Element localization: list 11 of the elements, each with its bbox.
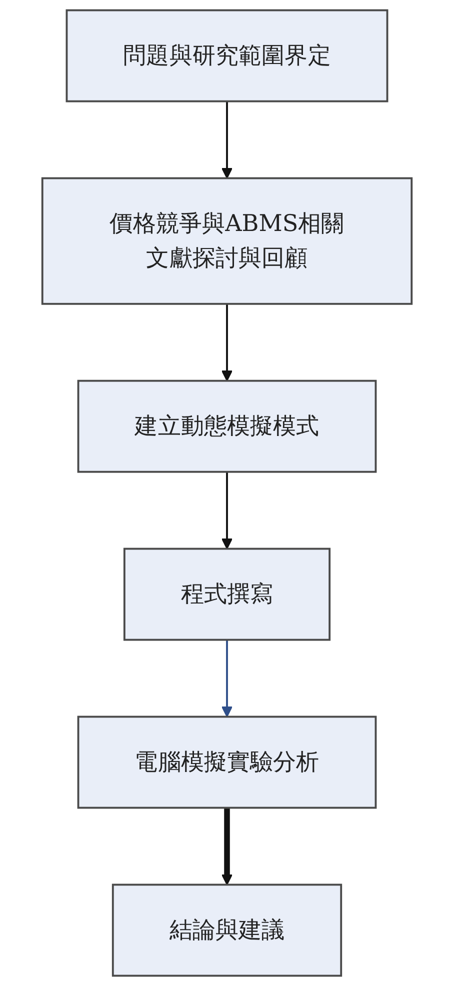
arrow <box>221 304 233 382</box>
arrow <box>221 472 233 550</box>
node-box: 程式撰寫 <box>123 548 331 641</box>
arrow <box>221 101 233 179</box>
node-box: 電腦模擬實驗分析 <box>77 716 377 809</box>
node-box: 問題與研究範圍界定 <box>66 9 388 102</box>
node-box: 價格競爭與ABMS相關文獻探討與回顧 <box>41 177 413 305</box>
arrow <box>221 640 233 718</box>
node-box: 建立動態模擬模式 <box>77 380 377 473</box>
node-box: 結論與建議 <box>112 884 342 977</box>
arrow <box>221 808 233 886</box>
